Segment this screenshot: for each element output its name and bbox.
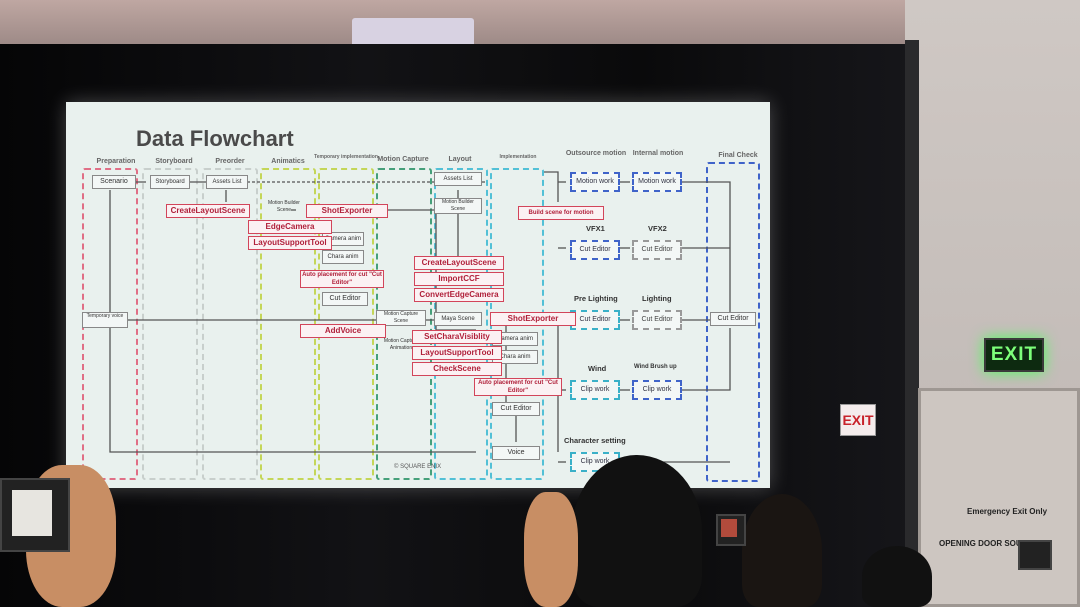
- node-import-ccf: ImportCCF: [414, 272, 504, 286]
- node-shot-exporter-2: ShotExporter: [490, 312, 576, 326]
- wall-edge: [905, 40, 919, 607]
- emergency-door: Emergency Exit Only OPENING DOOR SOUNDS: [918, 388, 1080, 607]
- label-wind-brush-up: Wind Brush up: [634, 364, 677, 370]
- col-header: Storyboard: [155, 158, 193, 165]
- col-header: Outsource motion: [565, 150, 627, 157]
- audience-head-3: [862, 546, 932, 607]
- ceiling: [0, 0, 1080, 48]
- arrow: [682, 181, 731, 312]
- lane-final-check: [706, 162, 760, 482]
- lane-storyboard: [142, 168, 198, 480]
- node-build-scene-motion: Build scene for motion: [518, 206, 604, 220]
- col-header: Temporary implementation: [314, 154, 378, 160]
- node-chara-anim-2: Chara anim: [492, 350, 538, 364]
- node-add-voice: AddVoice: [300, 324, 386, 338]
- exit-sign-text: EXIT: [990, 344, 1038, 365]
- node-camera-anim: Camera anim: [322, 232, 364, 246]
- node-temporary-voice: Temporary voice: [82, 312, 128, 328]
- node-set-chara-visibility: SetCharaVisiblity: [412, 330, 502, 344]
- node-mb-scene-2: Motion Builder Scene: [434, 198, 482, 214]
- red-exit-sign: EXIT: [840, 404, 876, 436]
- copyright: © SQUARE ENIX: [394, 464, 442, 470]
- node-cut-editor-vfx2: Cut Editor: [632, 240, 682, 260]
- phone-screen: [721, 519, 737, 537]
- arrow: [109, 190, 476, 453]
- label-vfx2: VFX2: [648, 224, 667, 233]
- node-cut-editor-impl: Cut Editor: [492, 402, 540, 416]
- node-check-scene: CheckScene: [412, 362, 502, 376]
- raised-hand: [524, 492, 578, 607]
- node-create-layout-scene-2: CreateLayoutScene: [414, 256, 504, 270]
- phone-center: [716, 514, 746, 546]
- door-label-2: OPENING DOOR SOUNDS: [939, 539, 1039, 548]
- node-auto-placement: Auto placement for cut "Cut Editor": [300, 270, 384, 288]
- node-motion-work-in: Motion work: [632, 172, 682, 192]
- label-character-setting: Character setting: [564, 436, 626, 445]
- node-clip-work-wind: Clip work: [570, 380, 620, 400]
- node-voice: Voice: [492, 446, 540, 460]
- node-edge-camera: EdgeCamera: [248, 220, 332, 234]
- col-header: Internal motion: [632, 150, 684, 157]
- node-mb-scene: Motion Builder Scene: [268, 200, 300, 213]
- node-chara-anim: Chara anim: [322, 250, 364, 264]
- col-header: Animatics: [271, 158, 305, 165]
- label-wind: Wind: [588, 364, 607, 373]
- col-header: Implementation: [499, 154, 537, 160]
- node-cut-editor-temp: Cut Editor: [322, 292, 368, 306]
- arrow: [544, 171, 559, 202]
- node-cut-editor-vfx1: Cut Editor: [570, 240, 620, 260]
- phone-screen: [12, 490, 52, 536]
- node-assets-list: Assets List: [206, 175, 248, 189]
- node-mc-animation: Motion Capture Animation: [383, 338, 419, 351]
- node-cut-editor-prelight: Cut Editor: [570, 310, 620, 330]
- label-lighting: Lighting: [642, 294, 672, 303]
- col-header: Layout: [448, 156, 472, 163]
- node-convert-edge-camera: ConvertEdgeCamera: [414, 288, 504, 302]
- audience-head-2: [742, 494, 822, 607]
- node-assets-list-2: Assets List: [434, 172, 482, 186]
- door-label-1: Emergency Exit Only: [967, 507, 1048, 516]
- exit-red-text: EXIT: [842, 412, 874, 428]
- node-create-layout-scene: CreateLayoutScene: [166, 204, 250, 218]
- node-shot-exporter: ShotExporter: [306, 204, 388, 218]
- phone-left: [0, 478, 70, 552]
- col-header: Motion Capture: [377, 156, 429, 163]
- node-layout-support-tool: LayoutSupportTool: [248, 236, 332, 250]
- slide-title: Data Flowchart: [136, 126, 294, 151]
- node-maya-scene: Maya Scene: [434, 312, 482, 326]
- col-header: Final Check: [718, 152, 758, 159]
- node-auto-placement-2: Auto placement for cut "Cut Editor": [474, 378, 562, 396]
- node-storyboard: Storyboard: [150, 175, 190, 189]
- node-scenario: Scenario: [92, 175, 136, 189]
- label-vfx1: VFX1: [586, 224, 605, 233]
- ceiling-light: [352, 18, 474, 48]
- col-header: Preparation: [96, 158, 136, 165]
- node-layout-support-tool-2: LayoutSupportTool: [412, 346, 502, 360]
- arrow: [682, 328, 731, 391]
- node-cut-editor-final: Cut Editor: [710, 312, 756, 326]
- audience-head-1: [572, 455, 702, 607]
- projection-screen: Data Flowchart Preparation Storyboard Pr…: [66, 102, 770, 488]
- node-motion-work-out: Motion work: [570, 172, 620, 192]
- lane-preorder: [202, 168, 258, 480]
- node-cut-editor-light: Cut Editor: [632, 310, 682, 330]
- node-clip-work-brush: Clip work: [632, 380, 682, 400]
- phone-right: [1018, 540, 1052, 570]
- label-pre-lighting: Pre Lighting: [574, 294, 618, 303]
- green-exit-sign: EXIT: [984, 338, 1044, 372]
- col-header: Preorder: [215, 158, 245, 165]
- node-mc-scene: Motion Capture Scene: [376, 310, 426, 326]
